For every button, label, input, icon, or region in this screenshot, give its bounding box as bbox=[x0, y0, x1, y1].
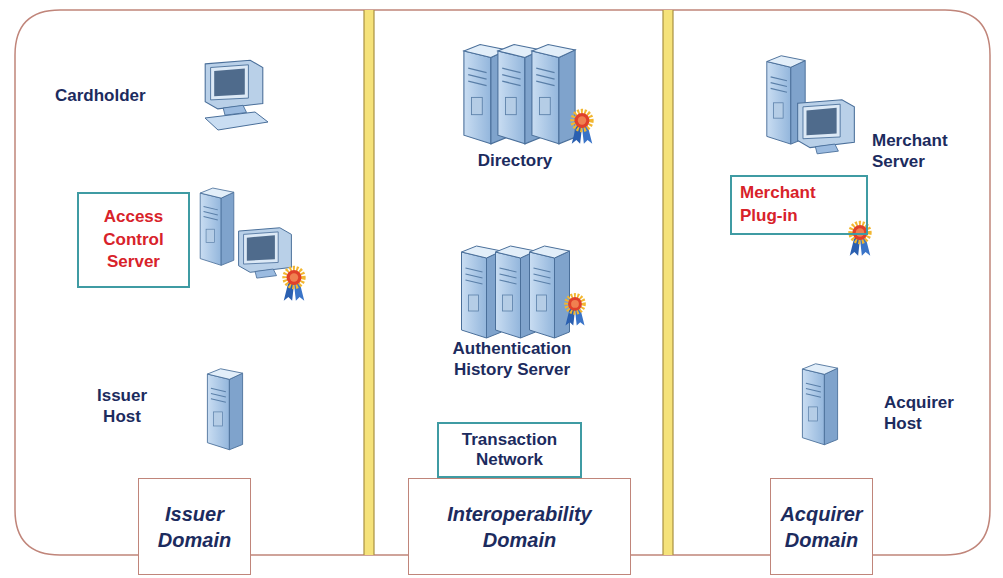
component-label: Issuer Host bbox=[84, 385, 160, 428]
domain-outline bbox=[15, 10, 990, 555]
computer-icon bbox=[205, 60, 268, 130]
node-text: Acquirer Domain bbox=[777, 501, 866, 553]
component-label: Directory bbox=[440, 150, 590, 171]
domain-label: Interoperability Domain bbox=[408, 478, 631, 575]
node-text: Merchant Plug-in bbox=[740, 182, 858, 228]
label-text: Issuer Host bbox=[84, 385, 160, 428]
server-icon bbox=[200, 188, 304, 301]
label-text: Acquirer Host bbox=[884, 392, 976, 435]
server-cluster-icon bbox=[462, 246, 585, 338]
server-cluster-icon bbox=[464, 44, 592, 143]
domain-divider bbox=[663, 10, 673, 555]
label-text: Merchant Server bbox=[872, 130, 972, 173]
node-text: Access Control Server bbox=[85, 206, 182, 275]
domain-label: Acquirer Domain bbox=[770, 478, 873, 575]
component-label: Acquirer Host bbox=[884, 392, 976, 435]
component-label: Cardholder bbox=[55, 85, 175, 106]
label-text: Directory bbox=[440, 150, 590, 171]
host-icon bbox=[802, 364, 837, 445]
label-text: Cardholder bbox=[55, 85, 175, 106]
host-icon bbox=[207, 369, 242, 450]
component-label: Merchant Server bbox=[872, 130, 972, 173]
domain-divider bbox=[364, 10, 374, 555]
node-text: Transaction Network bbox=[447, 430, 572, 471]
server-icon bbox=[767, 56, 855, 154]
plugin-box: Merchant Plug-in bbox=[730, 175, 868, 235]
label-text: Authentication History Server bbox=[432, 338, 592, 381]
domain-label: Issuer Domain bbox=[138, 478, 251, 575]
node-text: Interoperability Domain bbox=[417, 501, 622, 553]
server-box: Access Control Server bbox=[77, 192, 190, 288]
component-label: Authentication History Server bbox=[432, 338, 592, 381]
node-text: Issuer Domain bbox=[145, 501, 244, 553]
network-box: Transaction Network bbox=[437, 422, 582, 478]
